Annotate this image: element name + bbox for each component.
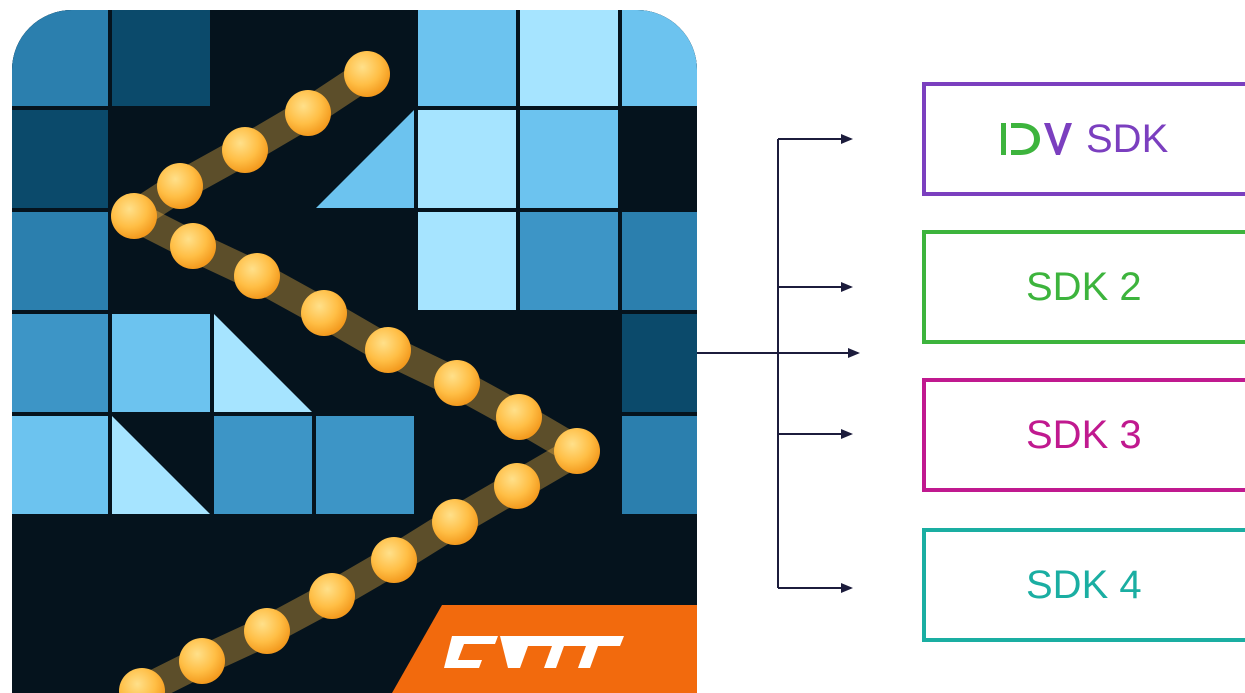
ribbon-shape <box>392 605 697 693</box>
dv-logo: SDK <box>998 117 1168 161</box>
tile <box>622 212 697 310</box>
sdk3-label: SDK 3 <box>1026 413 1142 457</box>
tile <box>316 110 414 208</box>
tile <box>12 110 108 208</box>
ball <box>371 537 417 583</box>
dv-logo-icon <box>1001 123 1072 155</box>
ball-path <box>111 51 600 693</box>
app-icon-artwork <box>12 10 697 693</box>
ball <box>119 668 165 693</box>
ball <box>111 193 157 239</box>
ball <box>170 223 216 269</box>
ball <box>301 290 347 336</box>
ball <box>365 327 411 373</box>
sdk2-label: SDK 2 <box>1026 265 1142 309</box>
sdk4-label: SDK 4 <box>1026 563 1142 607</box>
tile <box>12 212 108 310</box>
ball <box>344 51 390 97</box>
tile <box>418 212 516 310</box>
ball <box>234 253 280 299</box>
tile <box>214 416 312 514</box>
ball <box>179 638 225 684</box>
tile <box>418 10 516 106</box>
tile <box>112 10 210 106</box>
dv-sdk-box: SDK <box>922 82 1245 196</box>
ball <box>432 499 478 545</box>
app-icon <box>12 10 697 693</box>
ball <box>554 428 600 474</box>
tile <box>112 314 210 412</box>
cm-logo-icon <box>444 636 624 668</box>
ball <box>222 127 268 173</box>
tile <box>520 10 618 106</box>
tile <box>418 110 516 208</box>
sdk4-box: SDK 4 <box>922 528 1245 642</box>
tile <box>12 10 108 106</box>
sdk2-box: SDK 2 <box>922 230 1245 344</box>
dv-sdk-label: SDK <box>1086 117 1169 161</box>
tile <box>622 10 697 106</box>
tile <box>112 416 210 514</box>
ball <box>434 360 480 406</box>
brand-ribbon <box>392 605 697 693</box>
tile <box>520 110 618 208</box>
tile <box>622 416 697 514</box>
tile <box>12 314 108 412</box>
tile <box>12 416 108 514</box>
sdk3-box: SDK 3 <box>922 378 1245 492</box>
ball <box>494 463 540 509</box>
ball <box>285 90 331 136</box>
ball <box>244 608 290 654</box>
ball <box>309 573 355 619</box>
tile <box>622 314 697 412</box>
tile <box>520 212 618 310</box>
tile <box>316 416 414 514</box>
tile-grid <box>12 10 697 514</box>
ball <box>496 394 542 440</box>
ball <box>157 163 203 209</box>
tile <box>214 314 312 412</box>
